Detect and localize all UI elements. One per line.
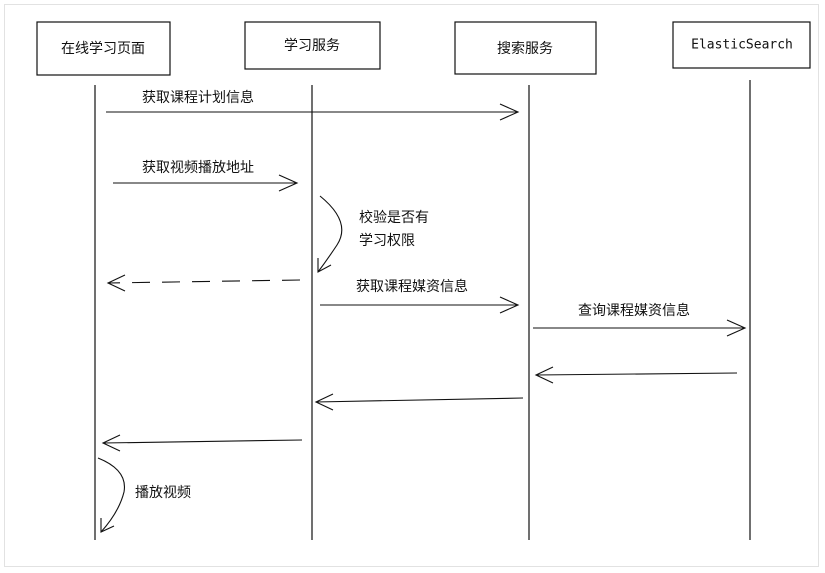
self-message-check-permission: 校验是否有 学习权限 <box>317 195 429 273</box>
message-query-course-media: 查询课程媒资信息 <box>533 302 747 337</box>
self-message-label-line2: 学习权限 <box>359 233 415 249</box>
return-learning-to-page <box>101 434 303 452</box>
message-get-video-url: 获取视频播放地址 <box>113 160 299 192</box>
participant-search-service: 搜索服务 <box>454 21 597 75</box>
participant-label: 在线学习页面 <box>61 41 145 57</box>
message-label: 获取课程媒资信息 <box>356 278 468 295</box>
message-get-course-media: 获取课程媒资信息 <box>320 278 520 314</box>
return-dashed-to-page <box>106 274 301 292</box>
message-label: 查询课程媒资信息 <box>578 302 690 319</box>
participant-label: ElasticSearch <box>691 38 793 53</box>
participant-label: 学习服务 <box>284 38 340 54</box>
message-get-course-plan: 获取课程计划信息 <box>106 89 520 121</box>
self-message-label: 播放视频 <box>135 485 191 501</box>
participant-online-page: 在线学习页面 <box>36 21 171 76</box>
participant-label: 搜索服务 <box>497 40 553 57</box>
message-label: 获取视频播放地址 <box>142 160 254 176</box>
participant-elasticsearch: ElasticSearch <box>672 21 811 69</box>
participant-learning-service: 学习服务 <box>244 21 381 70</box>
return-es-to-search <box>534 366 738 384</box>
return-search-to-learning <box>314 393 524 411</box>
self-message-label-line1: 校验是否有 <box>359 209 429 226</box>
diagram-frame <box>4 4 819 567</box>
self-message-play-video: 播放视频 <box>97 457 191 533</box>
message-label: 获取课程计划信息 <box>142 89 254 106</box>
